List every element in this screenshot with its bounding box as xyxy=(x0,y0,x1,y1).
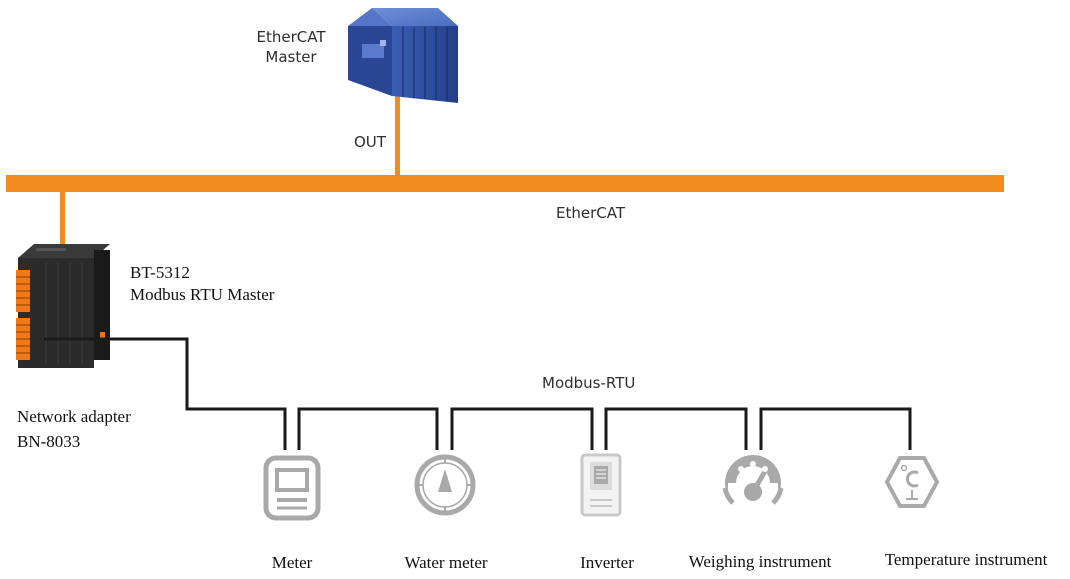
adapter-uplink-line xyxy=(60,190,65,245)
ethercat-bus-label: EtherCAT xyxy=(556,204,625,222)
adapter-name-label: Network adapter xyxy=(17,407,131,426)
weighing-instrument-icon xyxy=(722,455,784,513)
inverter-icon xyxy=(580,453,622,517)
device-label-water-meter: Water meter xyxy=(404,553,488,572)
master-uplink-line xyxy=(395,88,400,178)
module-function-label: Modbus RTU Master xyxy=(130,285,275,304)
ethercat-master-plc-icon xyxy=(348,8,458,103)
device-label-meter: Meter xyxy=(271,553,313,572)
modbus-rtu-label: Modbus-RTU xyxy=(542,374,636,392)
device-label-inverter: Inverter xyxy=(580,553,634,572)
temperature-instrument-icon xyxy=(884,456,940,508)
adapter-label: Network adapter BN-8033 xyxy=(17,404,131,454)
device-label-weighing-instrument: Weighing instrument xyxy=(688,552,832,571)
master-label: EtherCAT Master xyxy=(248,27,334,67)
module-model-label: BT-5312 xyxy=(130,263,190,282)
network-adapter-device-icon xyxy=(16,244,110,368)
master-label-line1: EtherCAT xyxy=(256,28,326,46)
adapter-model-label: BN-8033 xyxy=(17,432,81,451)
meter-icon xyxy=(263,455,321,521)
out-port-label: OUT xyxy=(354,133,386,151)
master-label-line2: Master xyxy=(265,48,317,66)
water-meter-icon xyxy=(414,454,476,516)
modbus-rtu-bus-line xyxy=(44,337,912,450)
device-label-temperature-instrument: Temperature instrument xyxy=(884,550,1048,569)
module-label: BT-5312 Modbus RTU Master xyxy=(130,262,274,306)
ethercat-bus-line xyxy=(6,175,1004,192)
